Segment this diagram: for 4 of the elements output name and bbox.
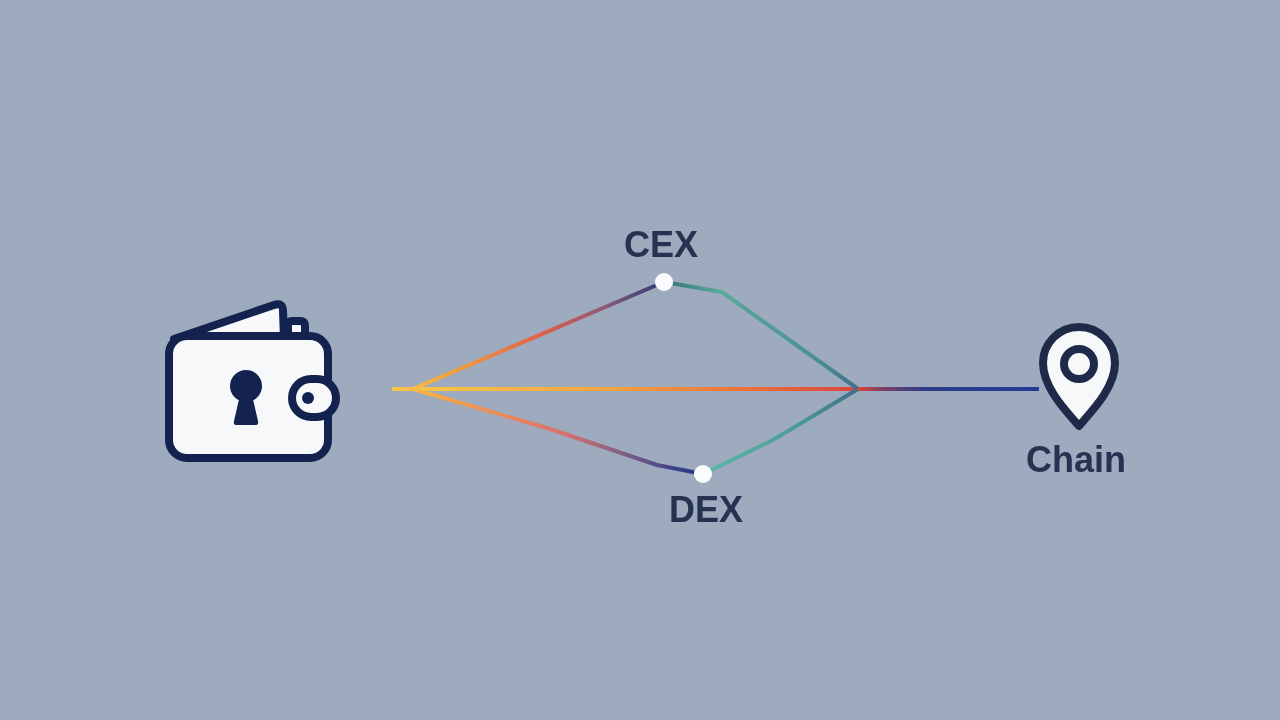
node-label: DEX xyxy=(669,492,743,528)
node-label: CEX xyxy=(624,227,698,263)
map-pin-icon xyxy=(1039,323,1119,431)
node-label: Chain xyxy=(1026,442,1126,478)
